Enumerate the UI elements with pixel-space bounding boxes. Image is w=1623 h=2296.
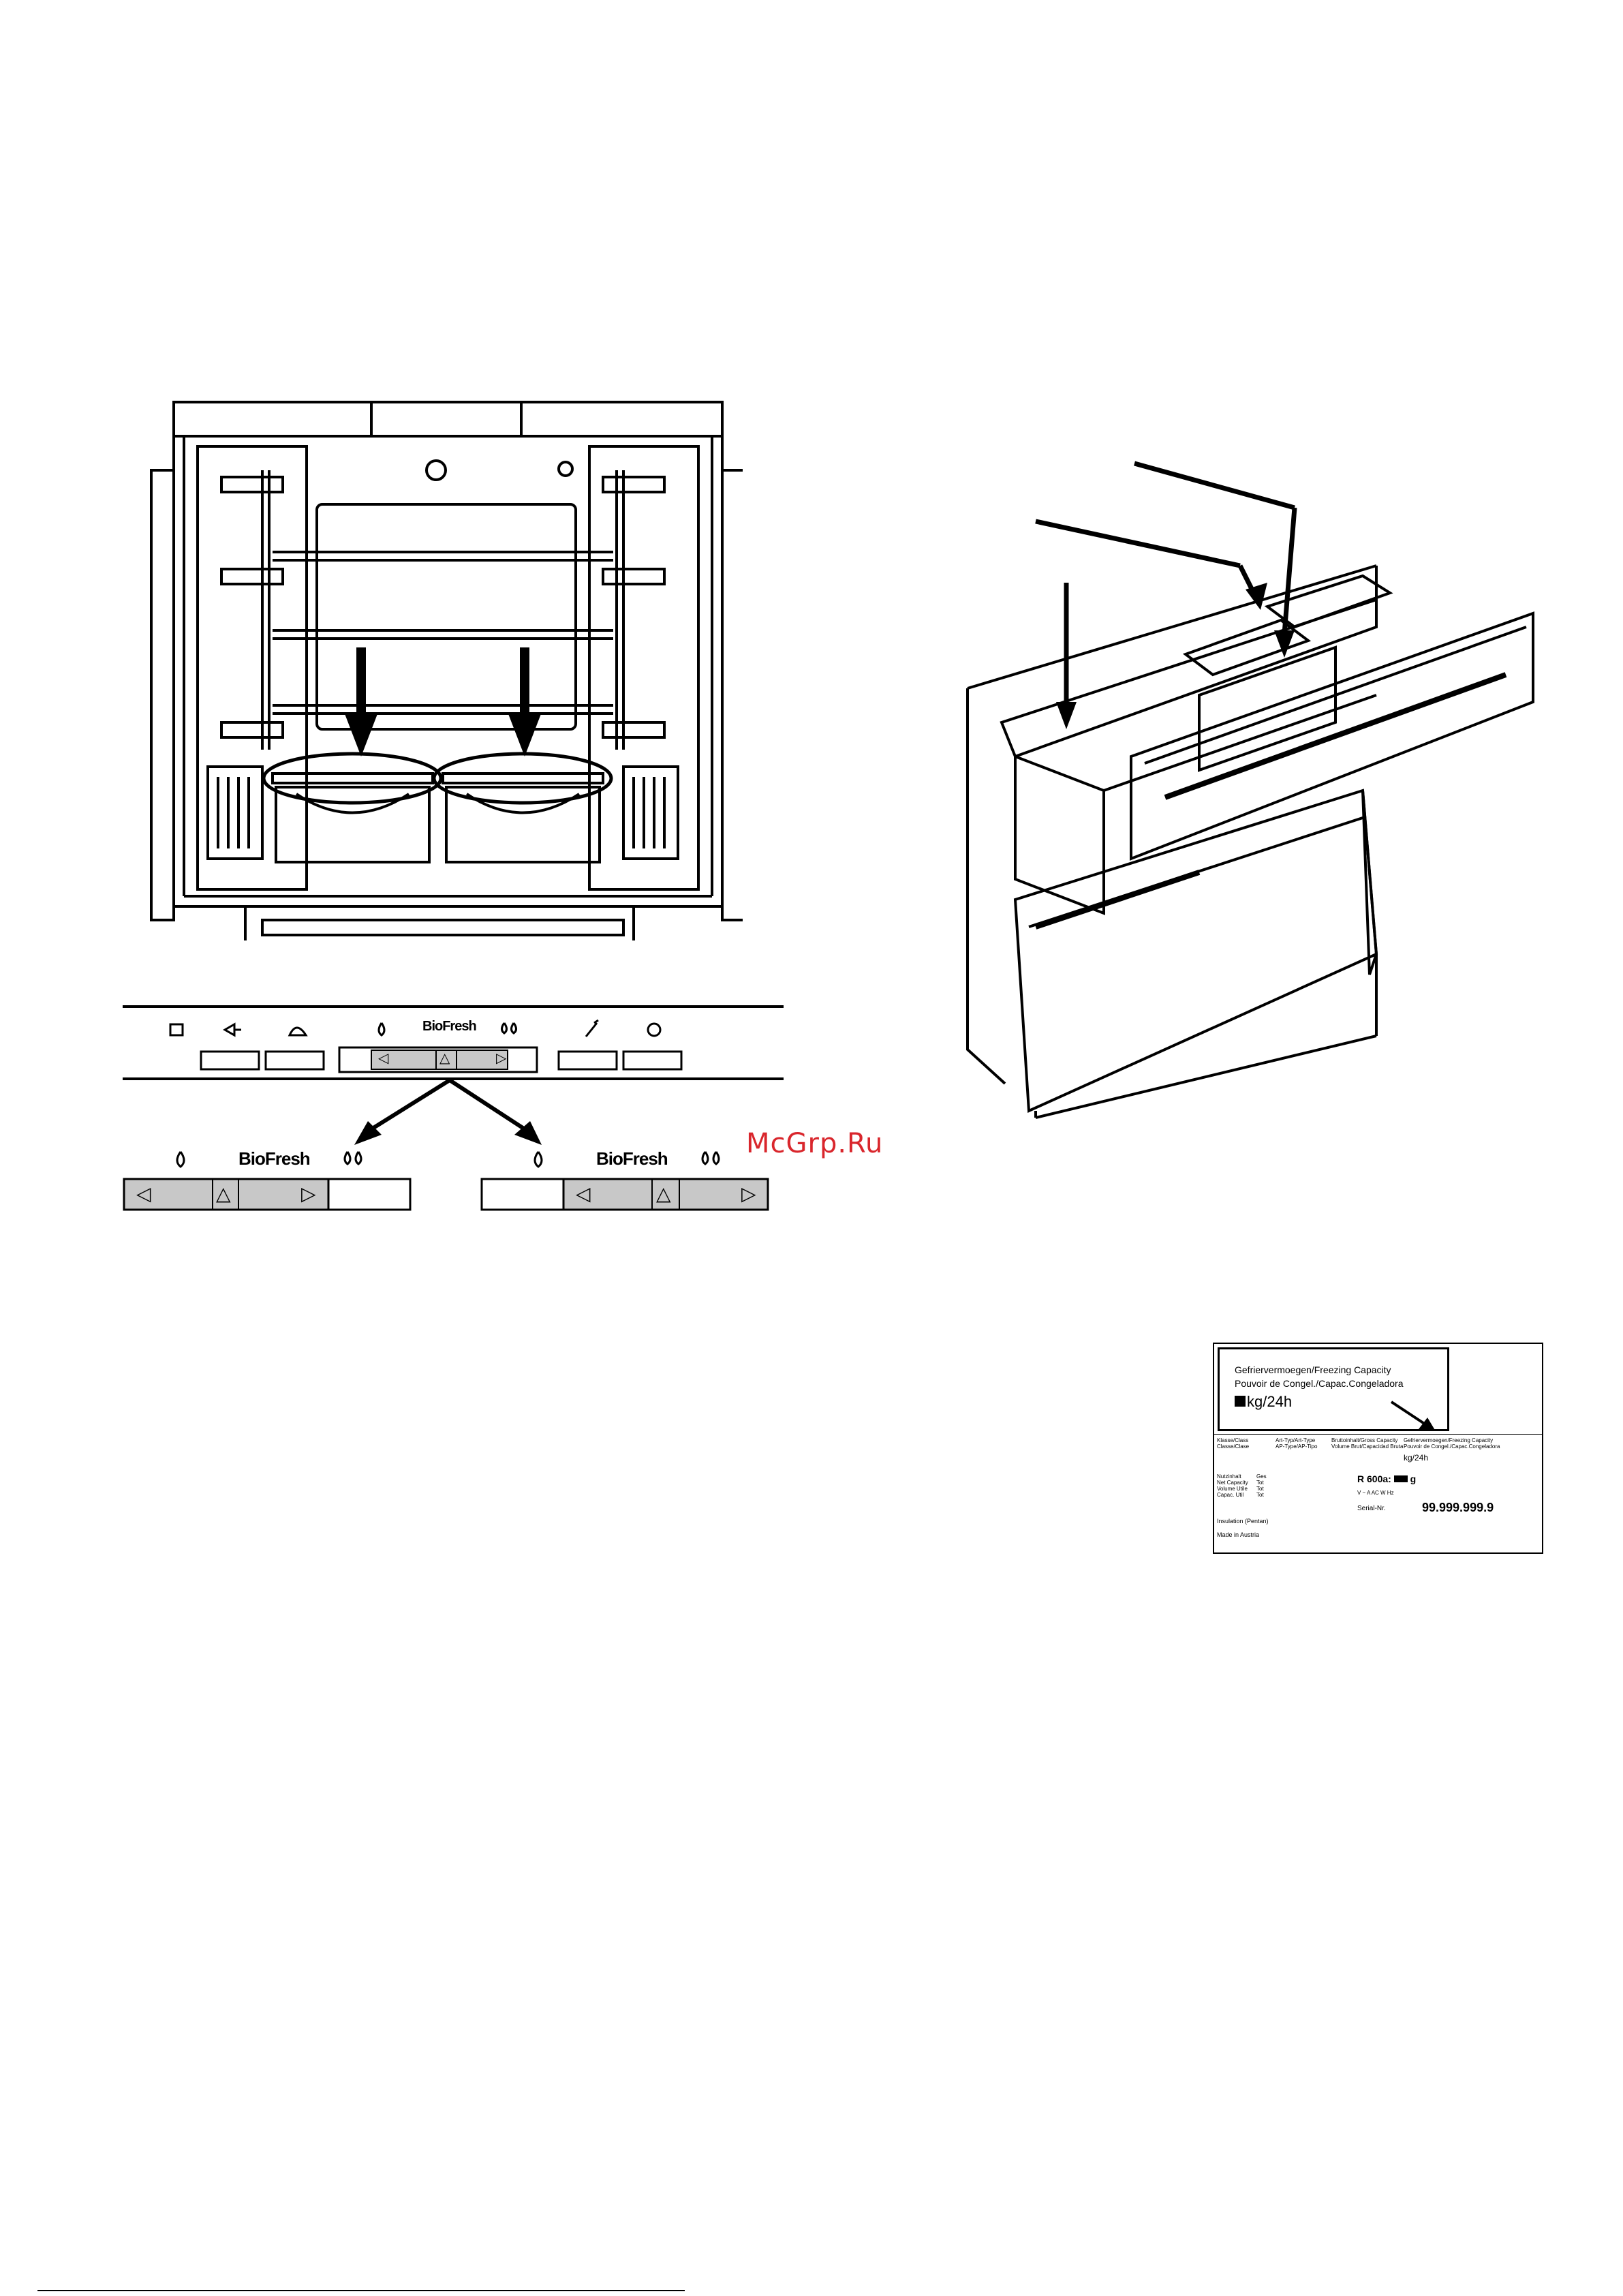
drop-icon — [377, 1022, 386, 1037]
left-biofresh-drawer — [275, 786, 431, 863]
drop-icon — [176, 1151, 185, 1168]
refrigerant-line: R 600a: g — [1357, 1473, 1417, 1484]
key-carrot[interactable] — [557, 1050, 618, 1071]
control-panel-graphic — [123, 1005, 784, 1080]
left-door-edge — [150, 469, 175, 921]
serial-number: 99.999.999.9 — [1422, 1501, 1494, 1514]
right-control-highlight — [432, 752, 613, 805]
pointer-arrow-a — [1035, 519, 1241, 568]
down-arrow-right — [508, 647, 542, 756]
gross-capacity-header: Bruttoinhalt/Gross Capacity Volume Brut/… — [1331, 1437, 1404, 1450]
pointer-arrow-b — [1134, 461, 1295, 510]
class-header: Klasse/Class Classe/Clase — [1217, 1437, 1250, 1450]
watermark: McGrp.Ru — [746, 1128, 884, 1159]
right-arrow-key[interactable]: ▷ — [301, 1183, 316, 1204]
freezing-capacity-line2: Pouvoir de Congel./Capac.Congeladora — [1235, 1378, 1404, 1389]
insulation-text: Insulation (Pentan) — [1217, 1518, 1269, 1525]
biofresh-key-group[interactable] — [371, 1050, 508, 1070]
net-capacity-kinds: Ges Tot Tot Tot — [1256, 1473, 1267, 1498]
left-arrow-key[interactable]: ◁ — [576, 1183, 591, 1204]
type-header: Art-Typ/Art-Type AP-Type/AP-Tipo — [1276, 1437, 1318, 1450]
upper-drawer-front — [1130, 611, 1534, 861]
key-meat[interactable] — [264, 1050, 325, 1071]
rating-plate: Gefriervermoegen/Freezing Capacity Pouvo… — [1213, 1343, 1543, 1554]
biofresh-label: BioFresh — [422, 1019, 477, 1034]
detail-left-graphic — [123, 1151, 412, 1211]
carrot-icon — [585, 1019, 599, 1037]
freezing-capacity-line1: Gefriervermoegen/Freezing Capacity — [1235, 1364, 1391, 1375]
right-biofresh-drawer — [445, 786, 601, 863]
drops-icon — [701, 1151, 720, 1165]
drops-icon — [501, 1022, 517, 1035]
freezing-capacity-box — [1218, 1347, 1449, 1431]
left-arrow-key[interactable]: ◁ — [136, 1183, 151, 1204]
bottom-rule — [37, 2290, 685, 2291]
biofresh-label: BioFresh — [238, 1148, 311, 1169]
split-arrows — [354, 1078, 542, 1145]
biofresh-detail-left: BioFresh ◁ △ ▷ — [123, 1145, 412, 1213]
made-in-text: Made in Austria — [1217, 1531, 1260, 1538]
biofresh-label: BioFresh — [596, 1148, 668, 1169]
freezing-capacity-value: kg/24h — [1235, 1393, 1292, 1411]
freezing-unit: kg/24h — [1404, 1453, 1429, 1463]
refrigerator-interior-diagram — [150, 401, 743, 940]
freezing-header: Gefriervermoegen/Freezing Capacity Pouvo… — [1404, 1437, 1500, 1450]
cheese-icon — [169, 1023, 184, 1037]
drawer-perspective-diagram — [966, 461, 1534, 1119]
lower-drawer-front — [1013, 789, 1378, 1114]
key-apple[interactable] — [622, 1050, 683, 1071]
drops-icon — [343, 1151, 362, 1165]
right-arrow-key[interactable]: ▷ — [741, 1183, 756, 1204]
drop-icon — [534, 1151, 543, 1168]
right-door-edge — [721, 469, 743, 921]
apple-icon — [647, 1022, 662, 1037]
fish-icon — [222, 1022, 241, 1037]
key-cheese[interactable] — [200, 1050, 260, 1071]
left-control-highlight — [262, 752, 443, 805]
up-arrow-key[interactable]: △ — [656, 1183, 671, 1204]
control-panel: BioFresh ◁ △ ▷ — [123, 1005, 784, 1080]
left-arrow-key[interactable]: ◁ — [378, 1051, 389, 1066]
up-arrow-key[interactable]: △ — [216, 1183, 231, 1204]
serial-label: Serial-Nr. — [1357, 1505, 1386, 1512]
electrical-line: V ~ A AC W Hz — [1357, 1490, 1394, 1496]
detail-right-graphic — [480, 1151, 769, 1211]
capacity-pointer-arrow — [1390, 1400, 1436, 1431]
net-capacity-labels: Nutzinhalt Net Capacity Volume Utile Cap… — [1217, 1473, 1248, 1498]
biofresh-detail-right: BioFresh ◁ △ ▷ — [480, 1145, 770, 1213]
up-arrow-key[interactable]: △ — [439, 1051, 450, 1066]
meat-icon — [288, 1026, 308, 1037]
right-arrow-key[interactable]: ▷ — [496, 1051, 507, 1066]
down-arrow-left — [344, 647, 378, 756]
